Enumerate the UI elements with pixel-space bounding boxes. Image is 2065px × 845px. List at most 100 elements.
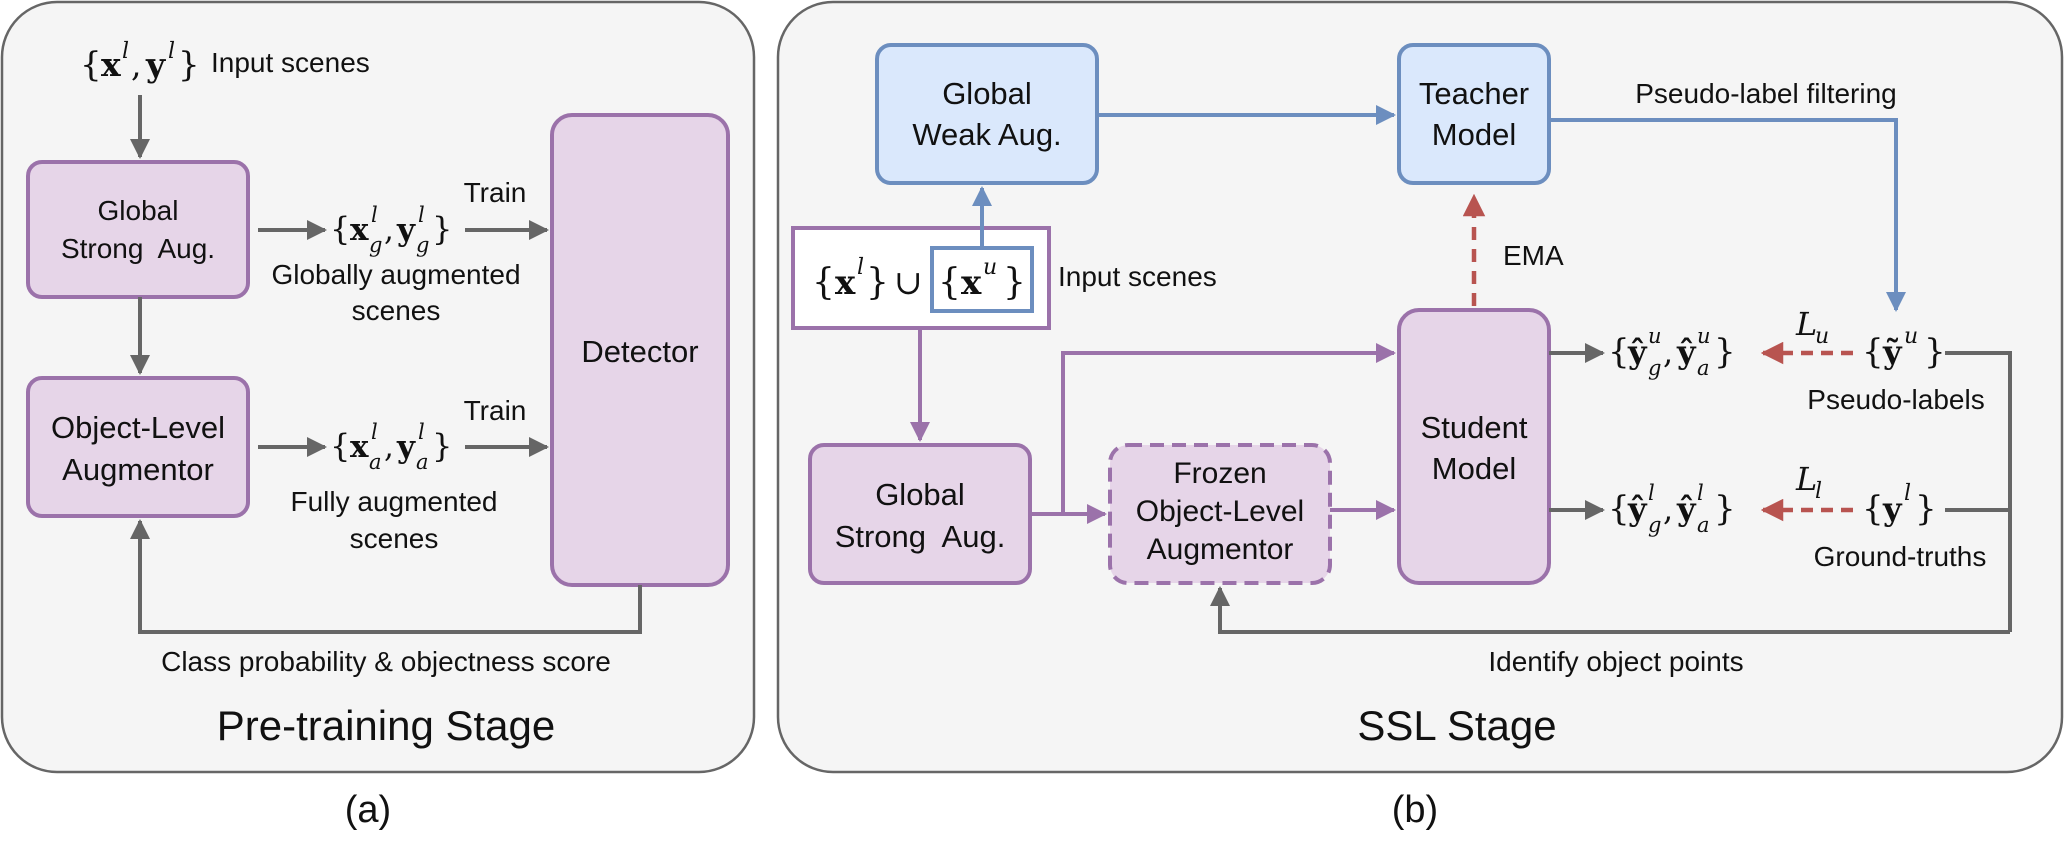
svg-text:ỹ: ỹ xyxy=(1882,333,1903,371)
pseudo-labels-label: Pseudo-labels xyxy=(1807,384,1984,415)
svg-text:{: { xyxy=(1608,332,1630,372)
svg-text:}: } xyxy=(432,427,452,465)
svg-text:u: u xyxy=(1904,324,1918,349)
panel-a-feedback-label: Class probability & objectness score xyxy=(161,646,611,677)
svg-text:l: l xyxy=(1815,479,1822,504)
svg-text:,: , xyxy=(384,212,394,248)
ema-label: EMA xyxy=(1503,240,1564,271)
arrow-detector-feedback xyxy=(130,519,642,634)
svg-text:}: } xyxy=(1714,489,1736,529)
svg-text:}: } xyxy=(1714,332,1736,372)
panel-a-globally-augmented-line2: scenes xyxy=(352,295,441,326)
svg-text:∪: ∪ xyxy=(894,263,923,303)
ground-truths-label: Ground-truths xyxy=(1814,541,1987,572)
ground-truths-set: { y l } xyxy=(1862,481,1937,529)
svg-text:x: x xyxy=(350,429,369,465)
frozen-augmentor-line1: Frozen xyxy=(1173,457,1266,490)
svg-text:g: g xyxy=(416,233,429,257)
svg-text:}: } xyxy=(1003,262,1026,303)
panel-a-train-top: Train xyxy=(464,177,527,208)
svg-text:,: , xyxy=(1663,490,1673,528)
svg-text:{: { xyxy=(330,427,350,465)
svg-text:l: l xyxy=(857,255,864,280)
panel-b-input-label: Input scenes xyxy=(1058,261,1217,292)
panel-b-global-strong-aug-line1: Global xyxy=(875,477,965,512)
pseudo-labels-set: { ỹ u } xyxy=(1862,324,1946,372)
svg-text:x: x xyxy=(101,45,121,84)
svg-text:{: { xyxy=(1862,332,1884,372)
frozen-augmentor-line3: Augmentor xyxy=(1147,533,1294,566)
teacher-model-line2: Model xyxy=(1432,117,1516,152)
student-model-box xyxy=(1397,308,1551,585)
frozen-augmentor-box xyxy=(1108,443,1332,585)
panel-a-train-bottom: Train xyxy=(464,395,527,426)
svg-text:l: l xyxy=(1648,481,1655,505)
student-model-line1: Student xyxy=(1421,410,1528,445)
teacher-model-box xyxy=(1397,43,1551,185)
pseudo-label-filtering-label: Pseudo-label filtering xyxy=(1635,78,1897,109)
global-weak-aug-line2: Weak Aug. xyxy=(912,117,1061,152)
svg-text:a: a xyxy=(416,450,429,474)
frozen-augmentor-line2: Object-Level xyxy=(1136,495,1304,528)
panel-a-input-label: Input scenes xyxy=(211,47,370,78)
global-weak-aug-line1: Global xyxy=(942,76,1032,111)
svg-text:x: x xyxy=(835,263,856,303)
svg-text:u: u xyxy=(1815,324,1829,349)
svg-text:L: L xyxy=(1795,305,1817,343)
loss-u-label: L u xyxy=(1795,305,1829,349)
svg-text:ŷ: ŷ xyxy=(1627,490,1648,528)
svg-text:{: { xyxy=(938,262,961,303)
svg-text:}: } xyxy=(1924,332,1946,372)
svg-text:l: l xyxy=(418,203,425,227)
svg-text:g: g xyxy=(369,233,382,257)
arrow-identify-object-points xyxy=(1210,586,2010,634)
svg-text:y: y xyxy=(396,212,416,248)
panel-a-augmentor-line2: Augmentor xyxy=(62,452,214,487)
svg-text:L: L xyxy=(1795,460,1817,498)
svg-text:{: { xyxy=(1862,489,1884,529)
panel-b-caption: (b) xyxy=(1392,789,1438,831)
svg-text:g: g xyxy=(1648,513,1661,537)
svg-text:,: , xyxy=(384,429,394,465)
panel-b-global-strong-aug-box xyxy=(808,443,1032,585)
svg-text:y: y xyxy=(396,429,416,465)
svg-text:a: a xyxy=(1697,356,1710,380)
svg-text:l: l xyxy=(371,203,378,227)
svg-text:a: a xyxy=(369,450,382,474)
svg-text:}: } xyxy=(1915,489,1937,529)
panel-a-input-set: { x l , y l } xyxy=(80,39,200,85)
svg-text:ŷ: ŷ xyxy=(1627,333,1648,371)
svg-text:ŷ: ŷ xyxy=(1676,333,1697,371)
panel-a-augmentor-line1: Object-Level xyxy=(51,410,225,445)
svg-text:l: l xyxy=(1697,481,1704,505)
panel-a-object-level-augmentor-box xyxy=(26,376,250,518)
svg-text:u: u xyxy=(1697,324,1711,348)
svg-text:l: l xyxy=(168,39,175,64)
svg-text:}: } xyxy=(432,210,452,248)
svg-text:u: u xyxy=(983,255,997,280)
svg-text:{: { xyxy=(330,210,350,248)
panel-a-fully-augmented-line1: Fully augmented xyxy=(290,486,497,517)
svg-text:,: , xyxy=(1663,333,1673,371)
svg-text:u: u xyxy=(1648,324,1662,348)
svg-text:x: x xyxy=(961,263,982,303)
svg-text:l: l xyxy=(371,420,378,444)
arrow-strong-aug-to-student xyxy=(1061,343,1396,514)
panel-a-fully-augmented-line2: scenes xyxy=(350,523,439,554)
panel-a-global-strong-aug-line2: Strong Aug. xyxy=(61,233,215,264)
teacher-model-line1: Teacher xyxy=(1419,76,1529,111)
svg-text:x: x xyxy=(350,212,369,248)
line-pseudo-labels-out xyxy=(1945,351,2012,632)
input-set-formula: { x l } ∪ { x u } xyxy=(812,255,1026,303)
panel-a-globally-augmented-line1: Globally augmented xyxy=(271,259,520,290)
identify-object-points-label: Identify object points xyxy=(1488,646,1743,677)
panel-b-stage-title: SSL Stage xyxy=(1357,702,1556,749)
svg-text:}: } xyxy=(178,45,200,85)
svg-text:,: , xyxy=(131,45,142,84)
svg-text:y: y xyxy=(1882,490,1903,528)
svg-text:ŷ: ŷ xyxy=(1676,490,1697,528)
loss-l-label: L l xyxy=(1795,460,1822,504)
svg-text:}: } xyxy=(866,262,889,303)
